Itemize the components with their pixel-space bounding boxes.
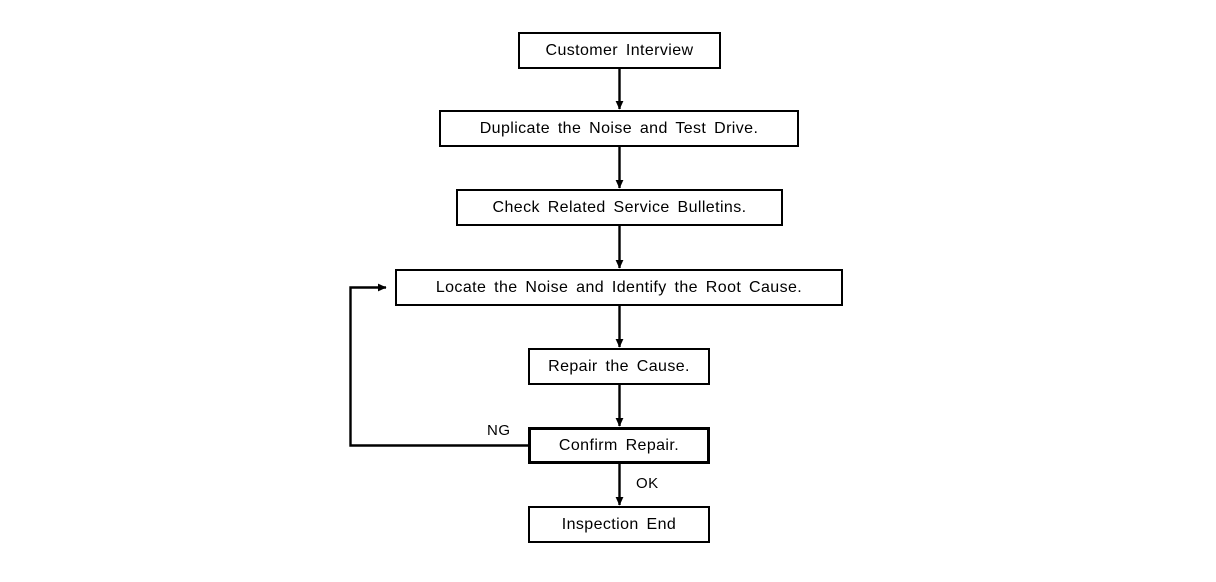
node-label-confirm-repair: Confirm Repair.	[558, 436, 680, 454]
node-label-customer-interview: Customer Interview	[545, 41, 694, 59]
node-duplicate-noise[interactable]: Duplicate the Noise and Test Drive.	[439, 110, 799, 147]
node-label-locate-noise: Locate the Noise and Identify the Root C…	[435, 278, 803, 296]
node-check-bulletins[interactable]: Check Related Service Bulletins.	[456, 189, 783, 226]
node-inspection-end[interactable]: Inspection End	[528, 506, 710, 543]
edge-label-ok: OK	[636, 475, 659, 492]
node-label-repair-cause: Repair the Cause.	[548, 357, 690, 375]
node-label-duplicate-noise: Duplicate the Noise and Test Drive.	[479, 119, 759, 137]
edge-label-ng: NG	[487, 422, 511, 439]
node-repair-cause[interactable]: Repair the Cause.	[528, 348, 710, 385]
node-label-check-bulletins: Check Related Service Bulletins.	[492, 198, 747, 216]
node-label-inspection-end: Inspection End	[561, 515, 677, 533]
node-confirm-repair[interactable]: Confirm Repair.	[528, 427, 710, 464]
node-customer-interview[interactable]: Customer Interview	[518, 32, 721, 69]
connector-ng-feedback-loop	[349, 283, 528, 447]
node-locate-noise[interactable]: Locate the Noise and Identify the Root C…	[395, 269, 843, 306]
